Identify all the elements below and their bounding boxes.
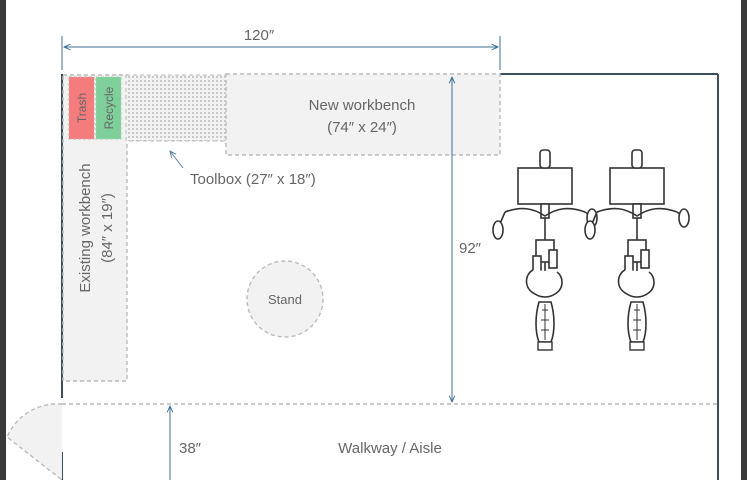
trash-bin — [68, 76, 95, 140]
new-workbench — [225, 73, 501, 156]
walkway-label: Walkway / Aisle — [338, 440, 442, 457]
height-dimension-label: 92″ — [459, 240, 482, 257]
toolbox — [125, 74, 227, 142]
toolbox-label: Toolbox (27″ x 18″) — [190, 171, 316, 188]
bicycle-icon — [584, 149, 690, 351]
toolbox-pointer — [170, 151, 184, 169]
recycle-label: Recycle — [102, 86, 116, 129]
door-swing — [6, 403, 63, 480]
existing-workbench-size: (84″ x 19″) — [99, 193, 116, 263]
trash-label: Trash — [75, 93, 89, 123]
stand — [246, 260, 324, 338]
right-frame-edge — [741, 0, 747, 480]
left-frame-edge — [0, 0, 6, 480]
existing-workbench-title: Existing workbench — [77, 163, 94, 292]
new-workbench-title: New workbench — [309, 97, 416, 114]
new-workbench-size: (74″ x 24″) — [327, 119, 397, 136]
stand-label: Stand — [268, 292, 302, 307]
width-dimension-label: 120″ — [244, 27, 275, 44]
walkway-dimension-label: 38″ — [179, 440, 202, 457]
recycle-bin — [95, 76, 122, 140]
bicycle-icon — [492, 149, 598, 351]
